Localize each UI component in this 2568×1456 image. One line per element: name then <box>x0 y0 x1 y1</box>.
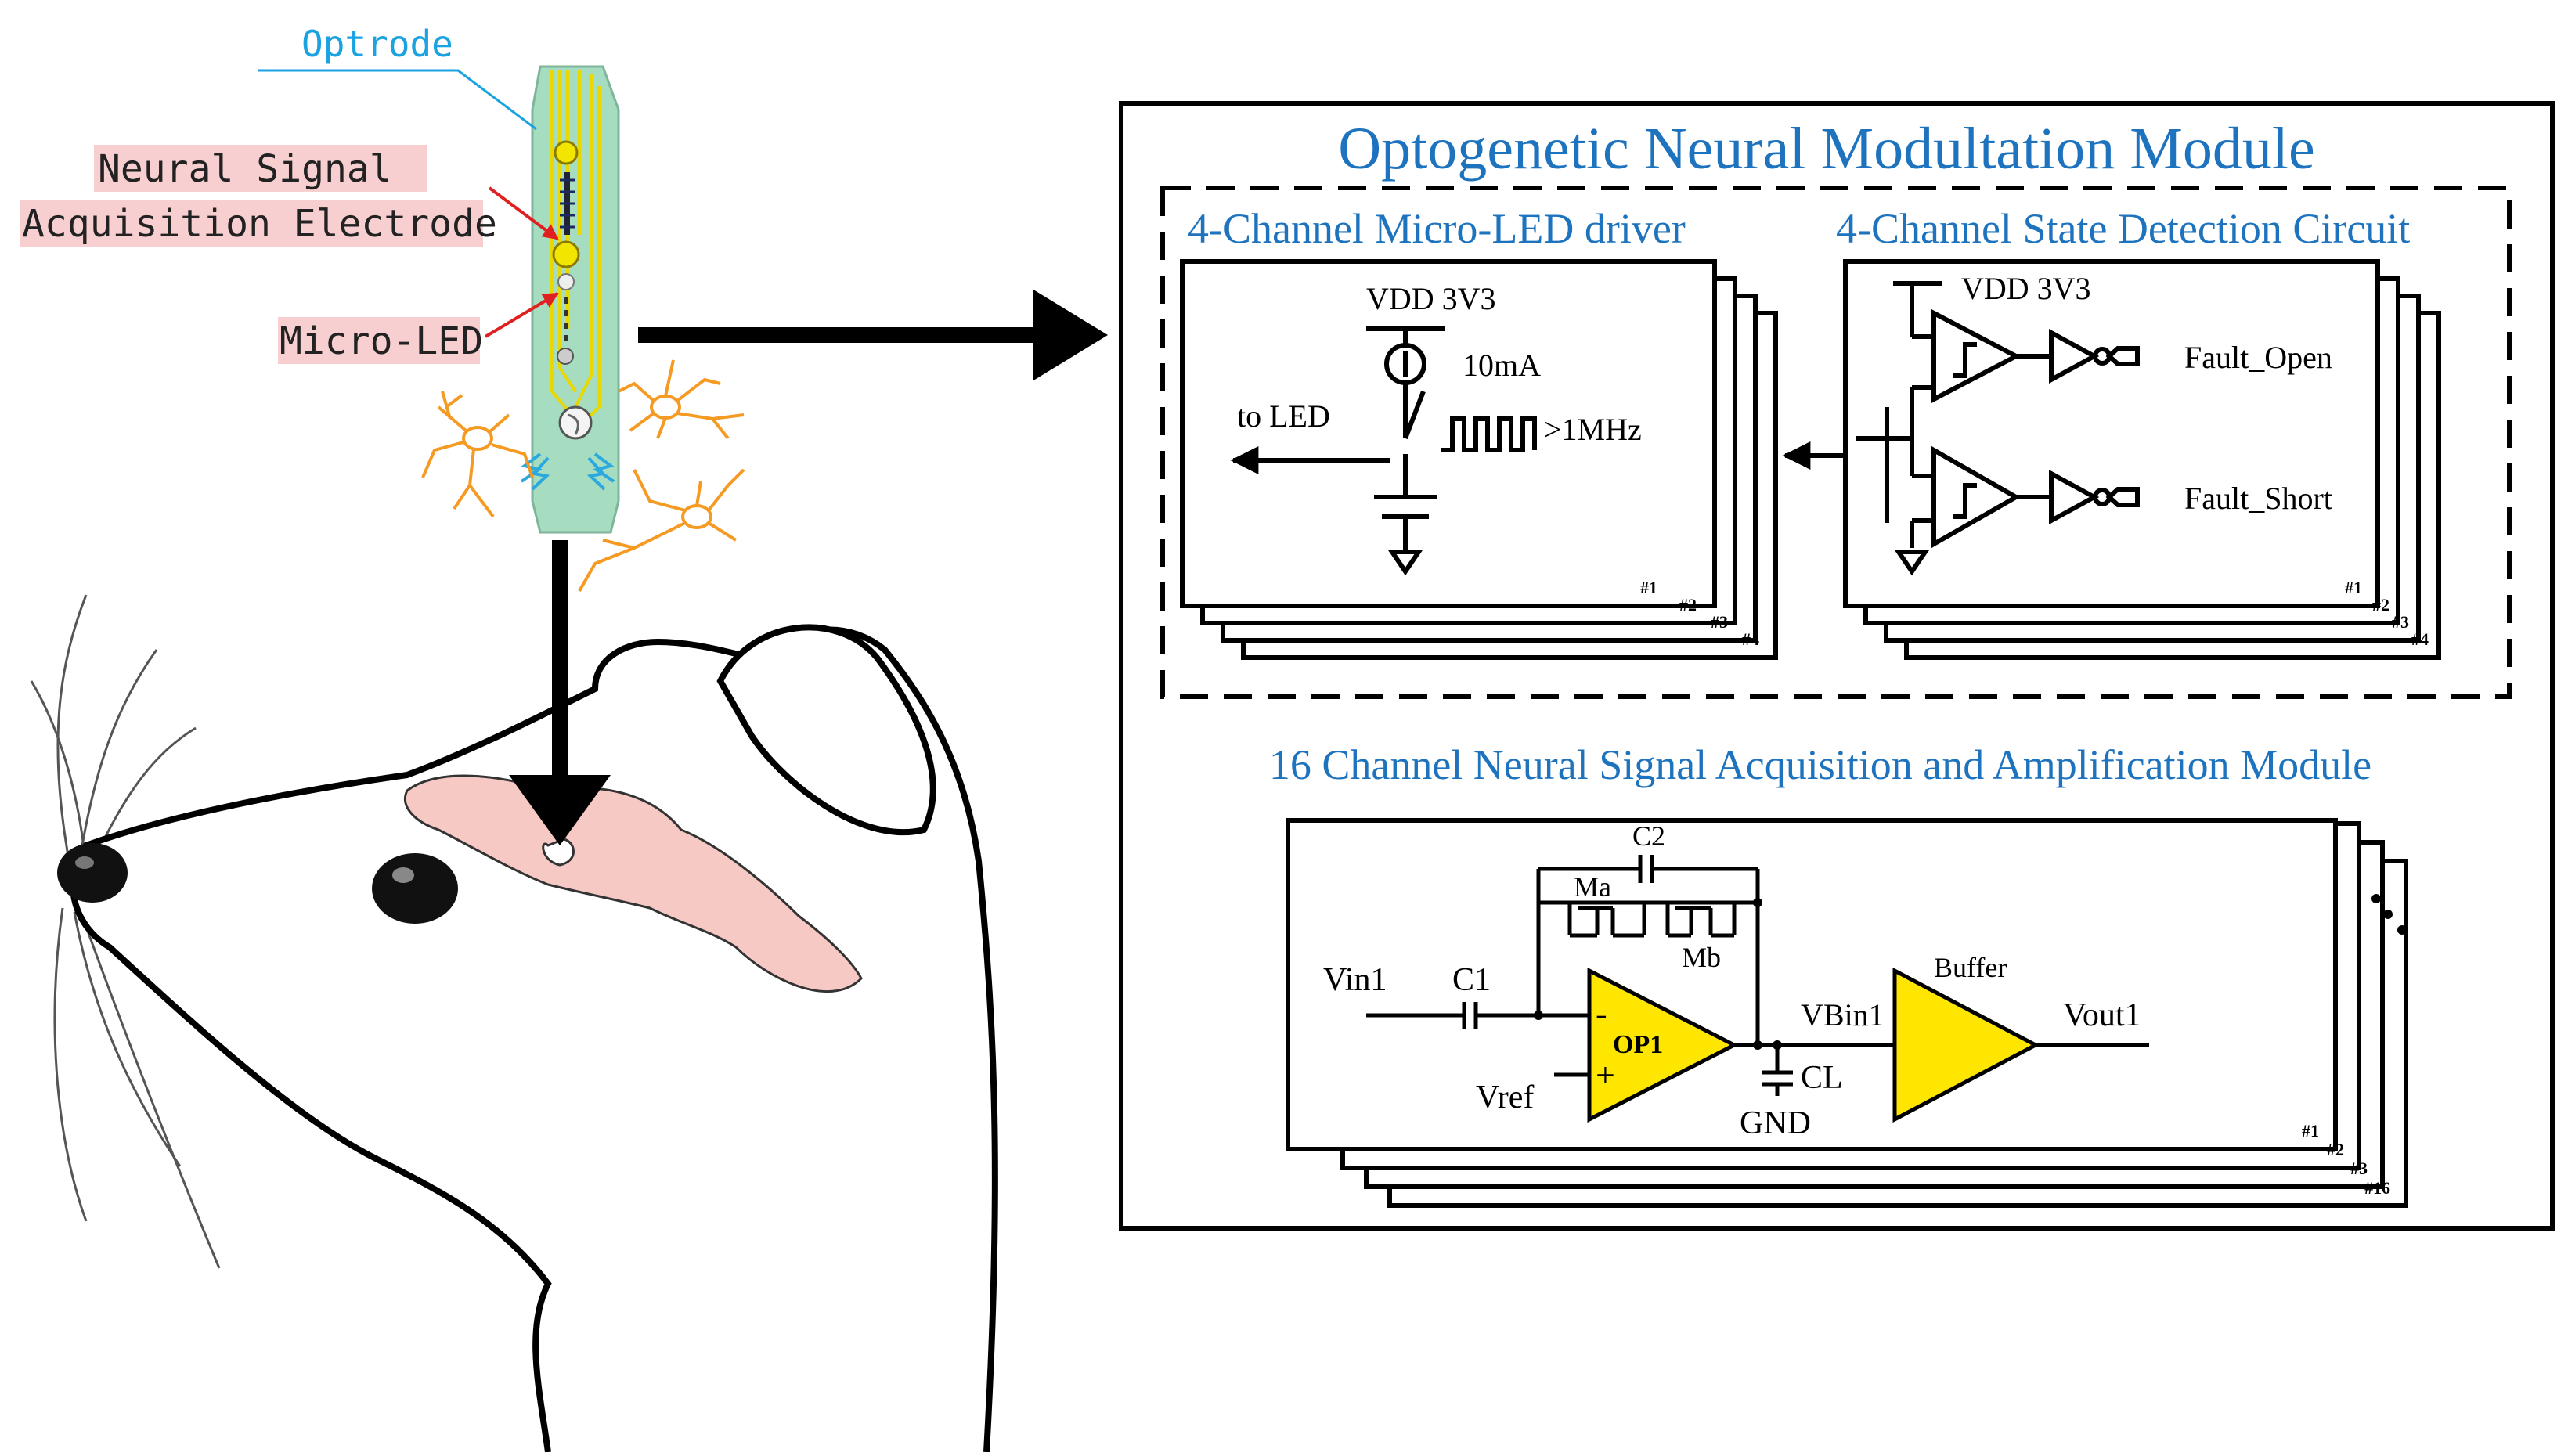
acq-gnd-label: GND <box>1740 1105 1811 1141</box>
driver-stack: #1 #2 #3 #4 VDD 3V3 10mA to LED >1MHz <box>1180 259 1778 660</box>
buffer-amplifier <box>1892 967 2040 1123</box>
driver-to-led-label: to LED <box>1237 398 1330 434</box>
acq-plus-label: + <box>1596 1056 1615 1094</box>
acq-c2-label: C2 <box>1632 820 1665 852</box>
micro-led-dot <box>557 273 575 290</box>
optogenetic-dashed-box <box>1160 186 2512 699</box>
acq-vout1-label: Vout1 <box>2063 997 2141 1033</box>
acq-op1-label: OP1 <box>1613 1030 1663 1059</box>
acq-ma-label: Ma <box>1574 871 1611 903</box>
acq-title: 16 Channel Neural Signal Acquisition and… <box>1269 741 2371 788</box>
acq-stack-label-1: #1 <box>2302 1121 2319 1141</box>
acq-c1-label: C1 <box>1452 962 1491 998</box>
detect-stack-label-2: #2 <box>2372 595 2389 614</box>
acq-stack: #1 #2 #3 #16 <box>1286 818 2408 1208</box>
detect-vdd-label: VDD 3V3 <box>1961 271 2091 306</box>
op1-amplifier <box>1587 967 1739 1123</box>
driver-current-label: 10mA <box>1463 348 1541 383</box>
rat-brain <box>403 774 863 993</box>
detect-circuit <box>1856 281 2140 576</box>
driver-title: 4-Channel Micro-LED driver <box>1188 205 1686 252</box>
acq-vref-label: Vref <box>1476 1079 1534 1115</box>
acq-circuit <box>1366 855 2149 1096</box>
micro-led-label-bg <box>278 317 480 364</box>
rat-eye <box>372 853 458 924</box>
driver-stack-label-4: #4 <box>1742 629 1759 649</box>
implant-arrow-head <box>509 775 611 845</box>
driver-stack-label-2: #2 <box>1679 595 1697 614</box>
micro-led-label-group: Micro-LED <box>278 292 559 364</box>
acq-buffer-label: Buffer <box>1934 952 2007 983</box>
acq-stack-label-16: #16 <box>2364 1178 2390 1198</box>
driver-circuit <box>1366 326 1537 576</box>
fault-short-label: Fault_Short <box>2184 481 2332 516</box>
detect-stack-label-4: #4 <box>2411 629 2429 649</box>
neurons <box>421 359 745 592</box>
detect-stack-label-3: #3 <box>2392 612 2409 632</box>
electrode-label-line-1: Neural Signal <box>98 147 392 191</box>
micro-led-label: Micro-LED <box>280 319 483 363</box>
rat-head-illustration <box>30 594 998 1453</box>
module-box <box>1119 101 2555 1231</box>
rat-nose <box>57 843 128 903</box>
acq-stack-label-3: #3 <box>2350 1159 2368 1178</box>
acq-card-1 <box>1286 818 2338 1151</box>
driver-card-1 <box>1180 259 1717 608</box>
acq-cl-label: CL <box>1801 1060 1843 1096</box>
electrode-label-bg-2 <box>20 200 483 247</box>
light-sparks <box>520 452 615 491</box>
optrode-label: Optrode <box>301 23 453 65</box>
driver-stack-label-3: #3 <box>1711 612 1728 632</box>
driver-stack-label-1: #1 <box>1640 578 1657 597</box>
electrode-label-line-2: Acquisition Electrode <box>22 202 497 246</box>
detect-stack: #1 #2 #3 #4 <box>1843 259 2441 660</box>
optrode-illustration <box>520 65 620 534</box>
signal-arrow-head <box>1033 290 1108 380</box>
acq-minus-label: - <box>1596 995 1607 1033</box>
acq-mb-label: Mb <box>1682 942 1721 973</box>
acq-vbin1-label: VBin1 <box>1801 997 1885 1033</box>
driver-frequency-label: >1MHz <box>1544 412 1642 447</box>
module-title: Optogenetic Neural Modultation Module <box>1338 116 2314 182</box>
detect-title: 4-Channel State Detection Circuit <box>1836 205 2410 252</box>
electrode-label-group: Neural Signal Acquisition Electrode <box>20 145 559 247</box>
fault-open-label: Fault_Open <box>2184 340 2332 375</box>
optrode-label-group: Optrode <box>258 23 537 131</box>
acq-vin1-label: Vin1 <box>1323 962 1387 998</box>
detect-stack-label-1: #1 <box>2345 578 2362 597</box>
electrode-label-bg-1 <box>94 145 427 192</box>
driver-vdd-label: VDD 3V3 <box>1366 281 1496 316</box>
acq-stack-label-2: #2 <box>2327 1140 2344 1159</box>
